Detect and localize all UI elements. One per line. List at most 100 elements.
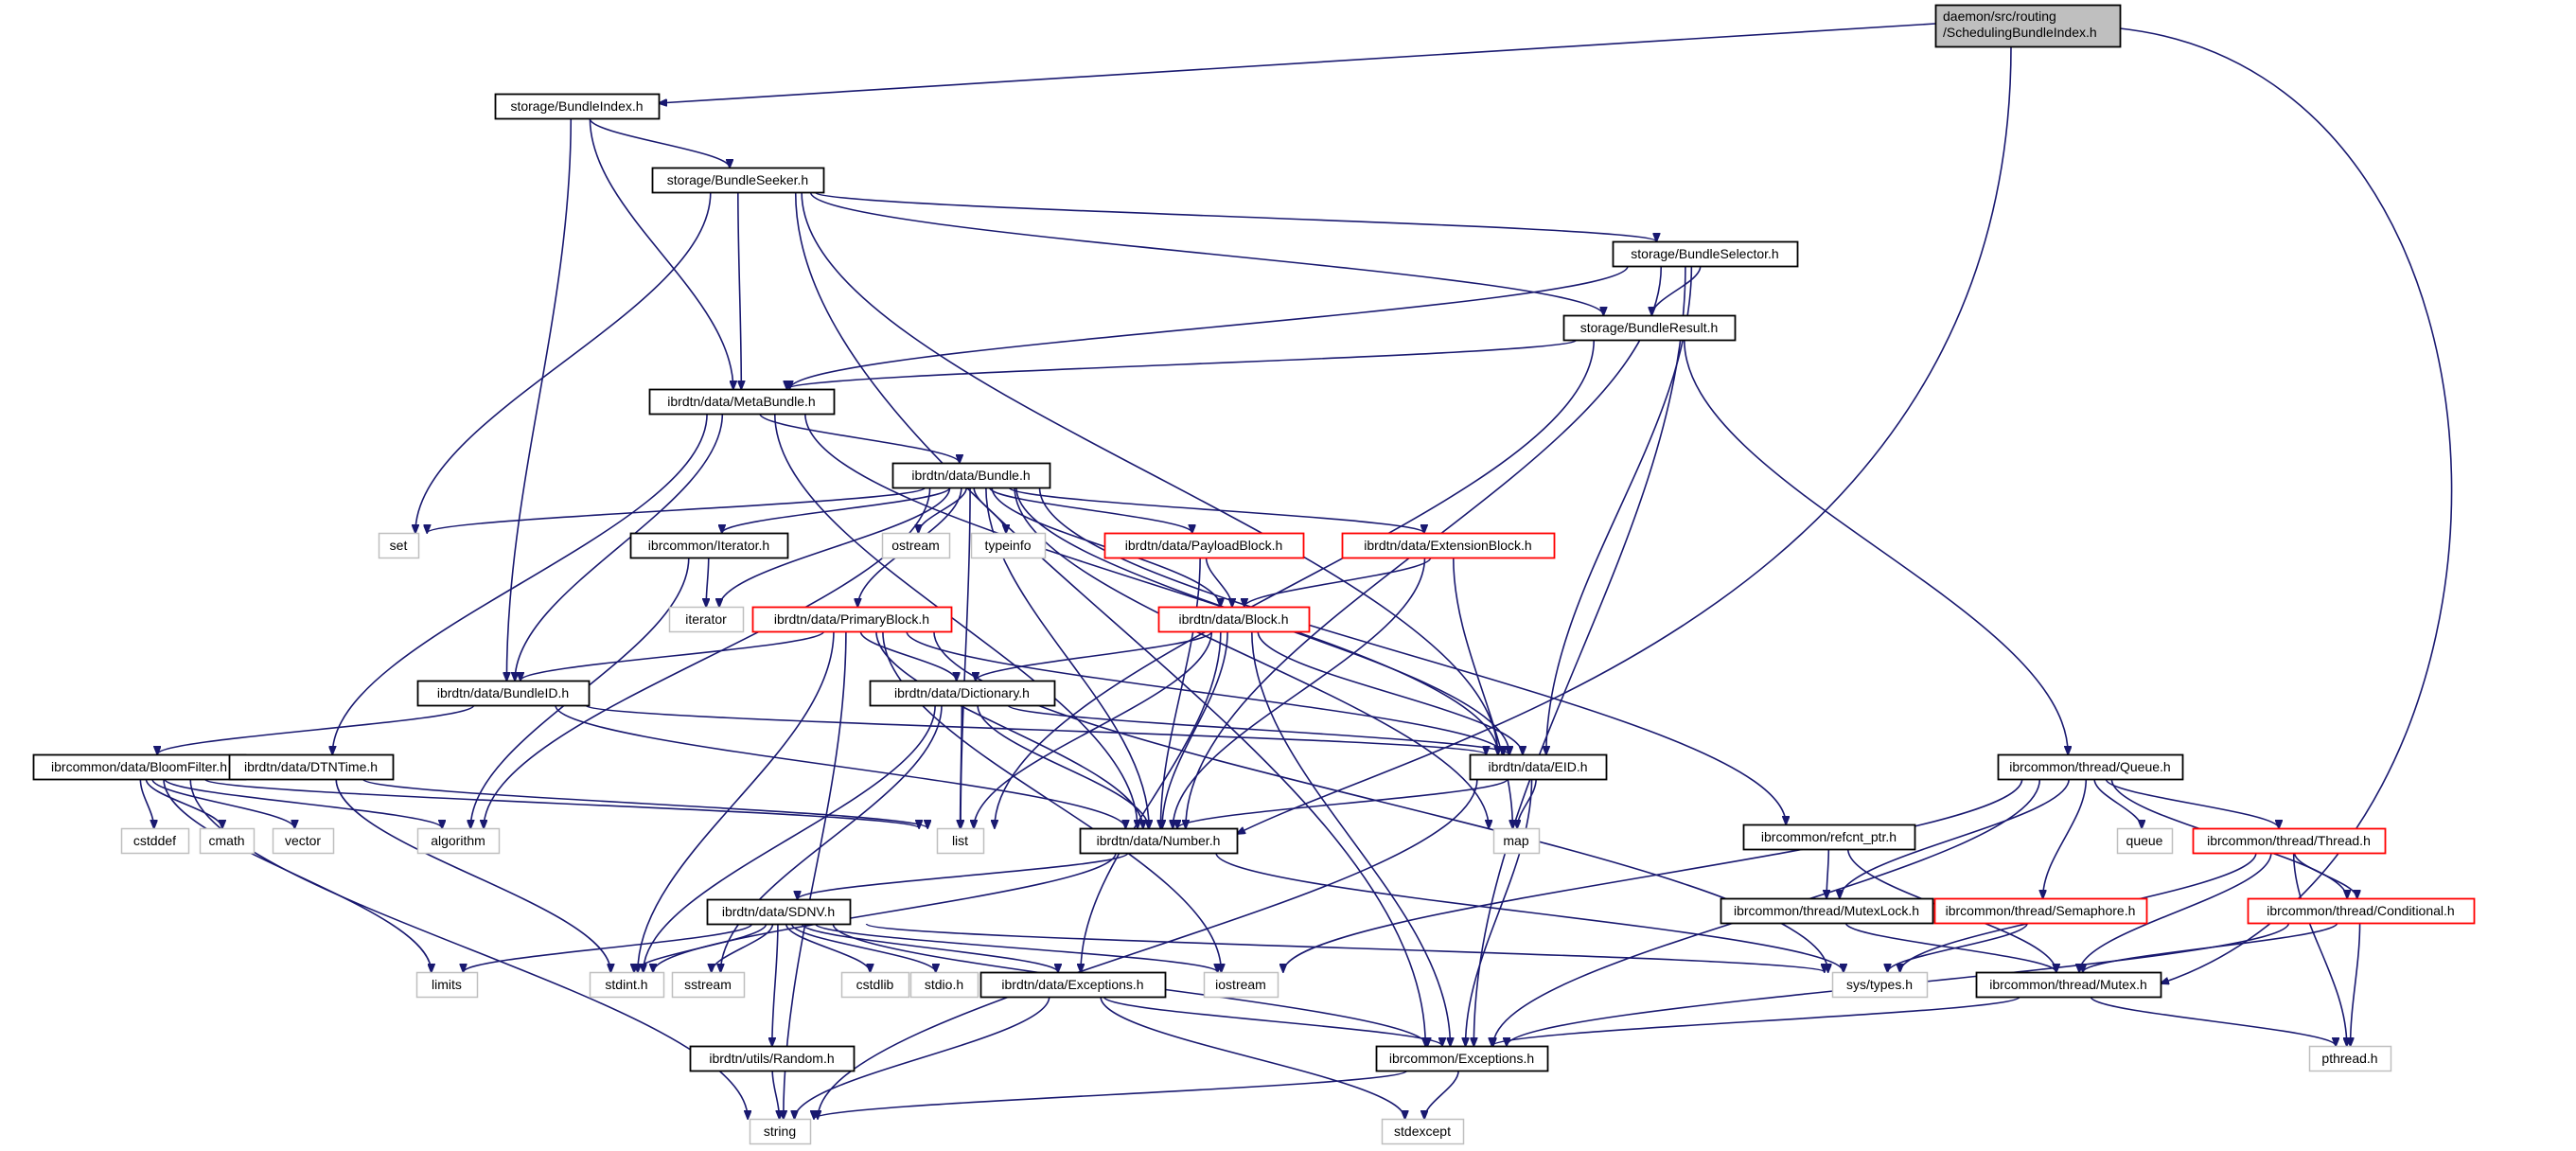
edge-payloadblock-to-number	[1160, 557, 1201, 828]
edge-metabundle-to-eid	[804, 413, 1498, 754]
node-box	[629, 532, 789, 559]
node-box	[936, 827, 985, 855]
edge-bundle-to-extensionblock	[1008, 487, 1423, 533]
graph-node-pthread: pthread.h	[2308, 1045, 2392, 1072]
node-label: ibrcommon/thread/Conditional.h	[2267, 903, 2454, 918]
edge-root-to-mutex	[2119, 27, 2453, 983]
node-box	[32, 753, 247, 781]
edge-bloomfilter-to-list	[203, 778, 919, 828]
graph-node-refcnt_ptr[interactable]: ibrcommon/refcnt_ptr.h	[1742, 823, 1916, 851]
node-box	[869, 680, 1056, 707]
graph-node-ostream: ostream	[881, 532, 951, 559]
node-box	[689, 1045, 856, 1072]
graph-node-extensionblock[interactable]: ibrdtn/data/ExtensionBlock.h	[1341, 532, 1556, 559]
graph-node-dataexceptions[interactable]: ibrdtn/data/Exceptions.h	[979, 971, 1167, 999]
node-label: ibrcommon/Exceptions.h	[1389, 1051, 1534, 1066]
edge-number-to-stdint	[653, 852, 1117, 972]
graph-node-sdnv[interactable]: ibrdtn/data/SDNV.h	[706, 898, 852, 926]
graph-node-algorithm: algorithm	[416, 827, 501, 855]
edge-bundleseeker-to-bundleselector	[814, 191, 1656, 241]
edge-metabundle-to-bundle	[759, 413, 960, 463]
graph-node-dtntime[interactable]: ibrdtn/data/DTNTime.h	[228, 753, 395, 781]
edge-extensionblock-to-map	[1452, 557, 1513, 828]
graph-node-dictionary[interactable]: ibrdtn/data/Dictionary.h	[869, 680, 1056, 707]
graph-node-primaryblock[interactable]: ibrdtn/data/PrimaryBlock.h	[751, 606, 953, 633]
graph-node-limits: limits	[415, 971, 479, 999]
graph-node-mutex[interactable]: ibrcommon/thread/Mutex.h	[1975, 971, 2162, 999]
edge-dtntime-to-stdint	[335, 778, 610, 972]
edge-thread-to-pthread	[2292, 852, 2347, 1046]
edge-sdnv-to-limits	[464, 923, 753, 972]
graph-node-bloomfilter[interactable]: ibrcommon/data/BloomFilter.h	[32, 753, 247, 781]
edge-conditional-to-pthread	[2351, 922, 2361, 1046]
edge-primaryblock-to-eid	[906, 630, 1504, 754]
graph-node-iterator: iterator	[668, 606, 745, 633]
edge-mutex-to-pthread	[2090, 996, 2336, 1046]
node-label: cstddef	[133, 833, 176, 848]
edge-bundleindex-to-bundleseeker	[589, 117, 730, 168]
nodes-layer: daemon/src/routing/SchedulingBundleIndex…	[32, 4, 2476, 1145]
graph-node-sstream: sstream	[671, 971, 746, 999]
edge-primaryblock-to-number	[875, 630, 1143, 828]
node-label: list	[952, 833, 968, 848]
graph-node-list: list	[936, 827, 985, 855]
graph-node-bundleselector[interactable]: storage/BundleSelector.h	[1612, 240, 1799, 268]
graph-node-queue[interactable]: ibrcommon/thread/Queue.h	[1997, 753, 2184, 781]
graph-node-bundleresult[interactable]: storage/BundleResult.h	[1562, 314, 1737, 342]
graph-node-semaphore[interactable]: ibrcommon/thread/Semaphore.h	[1933, 897, 2148, 925]
node-label: ibrdtn/data/PayloadBlock.h	[1125, 538, 1283, 553]
node-box	[199, 827, 256, 855]
node-box	[1492, 827, 1541, 855]
edge-bundleselector-to-metabundle	[789, 265, 1629, 389]
node-label: ibrcommon/thread/Queue.h	[2009, 759, 2170, 774]
edge-block-to-dataexceptions	[1081, 630, 1222, 972]
edge-eid-to-string	[818, 778, 1478, 1119]
node-box	[378, 532, 420, 559]
node-label: /SchedulingBundleIndex.h	[1943, 25, 2097, 40]
graph-node-payloadblock[interactable]: ibrdtn/data/PayloadBlock.h	[1103, 532, 1305, 559]
graph-node-bundleseeker[interactable]: storage/BundleSeeker.h	[651, 167, 825, 194]
edge-block-to-list	[974, 630, 1213, 828]
node-box	[648, 388, 836, 416]
graph-node-commonexceptions[interactable]: ibrcommon/Exceptions.h	[1375, 1045, 1549, 1072]
graph-node-bundleid[interactable]: ibrdtn/data/BundleID.h	[416, 680, 591, 707]
graph-node-iostream: iostream	[1203, 971, 1279, 999]
node-label: ibrdtn/utils/Random.h	[709, 1051, 834, 1066]
graph-node-number[interactable]: ibrdtn/data/Number.h	[1079, 827, 1239, 855]
node-box	[1720, 897, 1934, 925]
graph-node-vector: vector	[272, 827, 335, 855]
graph-node-stdint: stdint.h	[589, 971, 665, 999]
graph-node-block[interactable]: ibrdtn/data/Block.h	[1157, 606, 1311, 633]
node-box	[1103, 532, 1305, 559]
node-box	[751, 606, 953, 633]
edge-bundleseeker-to-metabundle	[737, 191, 741, 389]
graph-node-bundleindex[interactable]: storage/BundleIndex.h	[494, 93, 661, 120]
edge-thread-to-conditional	[2293, 852, 2357, 898]
graph-node-iterator[interactable]: ibrcommon/Iterator.h	[629, 532, 789, 559]
edge-sdnv-to-dataexceptions	[801, 923, 1058, 972]
edge-bundle-to-typeinfo	[973, 487, 1006, 533]
graph-node-thread[interactable]: ibrcommon/thread/Thread.h	[2192, 827, 2387, 855]
edge-primaryblock-to-systypes	[933, 630, 1828, 972]
graph-node-root[interactable]: daemon/src/routing/SchedulingBundleIndex…	[1934, 4, 2122, 48]
edge-dataexceptions-to-commonexceptions	[1103, 996, 1442, 1046]
edge-sdnv-to-random	[772, 923, 779, 1046]
graph-node-map: map	[1492, 827, 1541, 855]
graph-node-bundle[interactable]: ibrdtn/data/Bundle.h	[891, 462, 1051, 489]
node-label: ibrcommon/thread/Mutex.h	[1989, 977, 2147, 992]
node-label: ibrcommon/refcnt_ptr.h	[1761, 829, 1897, 844]
graph-node-mutexlock[interactable]: ibrcommon/thread/MutexLock.h	[1720, 897, 1934, 925]
node-label: ibrdtn/data/DTNTime.h	[244, 759, 378, 774]
graph-node-eid[interactable]: ibrdtn/data/EID.h	[1469, 753, 1608, 781]
node-label: algorithm	[431, 833, 485, 848]
node-label: ibrdtn/data/SDNV.h	[722, 904, 835, 919]
node-label: ibrdtn/data/BundleID.h	[437, 685, 569, 700]
graph-node-stdio: stdio.h	[909, 971, 979, 999]
node-label: set	[390, 538, 408, 553]
edge-sdnv-to-stdio	[790, 923, 936, 972]
graph-node-conditional[interactable]: ibrcommon/thread/Conditional.h	[2247, 897, 2476, 925]
node-label: limits	[432, 977, 462, 992]
graph-node-metabundle[interactable]: ibrdtn/data/MetaBundle.h	[648, 388, 836, 416]
node-box	[970, 532, 1047, 559]
graph-node-random[interactable]: ibrdtn/utils/Random.h	[689, 1045, 856, 1072]
